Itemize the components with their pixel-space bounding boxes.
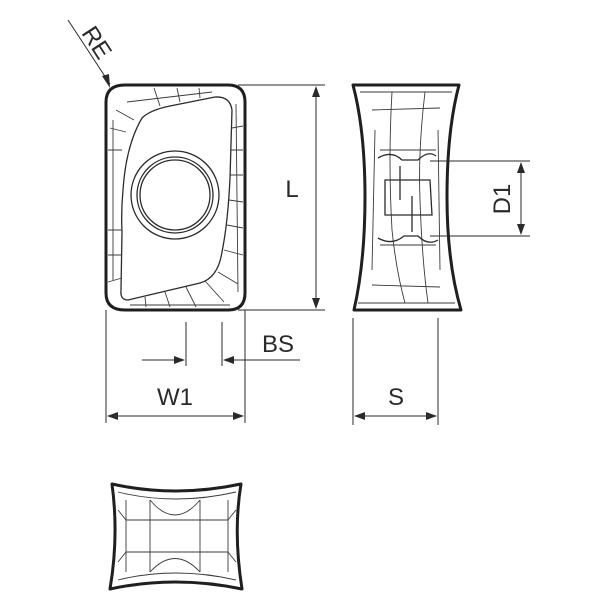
facet-line: [112, 91, 239, 306]
l-dimension: L: [238, 84, 325, 311]
w1-label: W1: [157, 384, 193, 411]
d1-label: D1: [489, 184, 516, 215]
screw-hole-outer: [130, 150, 220, 240]
bottom-view: [108, 482, 244, 591]
bs-dimension: BS: [142, 322, 300, 366]
s-label: S: [388, 384, 404, 411]
w1-dimension: W1: [105, 310, 246, 423]
screw-hole-mid: [136, 156, 214, 234]
s-dimension: S: [352, 318, 439, 425]
re-dimension: RE: [67, 19, 117, 88]
facet-ticks: [107, 87, 244, 308]
front-view-outline: [104, 83, 247, 312]
screw-hole-inner: [139, 159, 211, 231]
rake-face: [120, 96, 233, 301]
bottom-view-outline: [108, 482, 244, 591]
l-label: L: [285, 176, 298, 203]
d1-dimension: D1: [430, 160, 530, 237]
front-view: [104, 83, 247, 312]
bs-label: BS: [262, 331, 294, 358]
re-label: RE: [76, 22, 117, 65]
side-view: [351, 83, 463, 312]
clamp-detail: [377, 153, 439, 243]
bottom-view-facets: [117, 491, 237, 581]
side-view-facets: [358, 91, 455, 304]
side-view-outline: [351, 83, 463, 312]
